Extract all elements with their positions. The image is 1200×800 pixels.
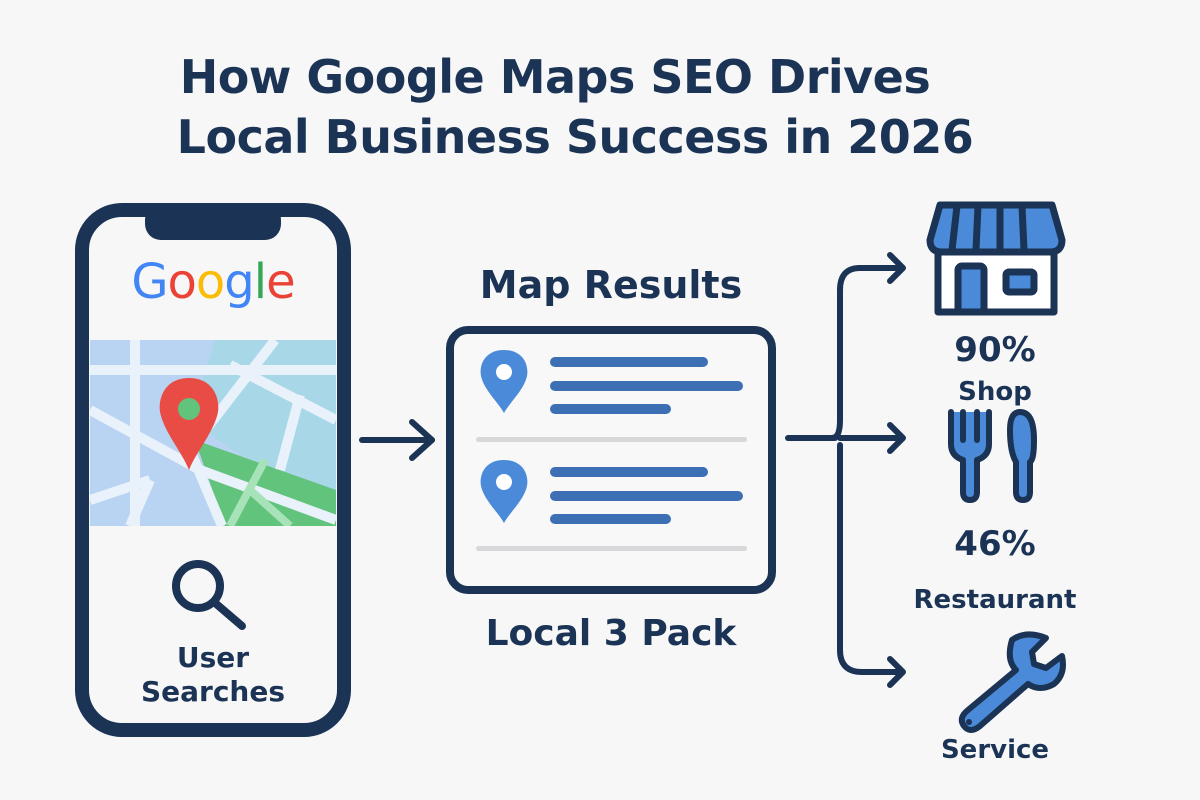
logo-letter-o2: o	[195, 254, 225, 310]
title-line-2: Local Business Success in 2026	[176, 110, 974, 164]
local-3-pack-caption: Local 3 Pack	[485, 613, 737, 654]
local-pack-card	[446, 326, 776, 594]
service-label: Service	[940, 735, 1050, 765]
title-line-1: How Google Maps SEO Drives	[179, 50, 931, 104]
logo-letter-g2: g	[224, 254, 254, 310]
branch-arrows	[785, 252, 906, 688]
red-map-pin-icon	[159, 378, 219, 470]
restaurant-label: Restaurant	[913, 585, 1077, 615]
listing-2	[476, 460, 747, 551]
shop-label: Shop	[958, 377, 1032, 407]
phone-notch	[145, 204, 281, 240]
restaurant-stat: 46%	[954, 524, 1036, 564]
shop-stat: 90%	[954, 330, 1036, 370]
map-illustration	[90, 340, 336, 526]
fork-knife-icon	[948, 409, 1037, 503]
wrench-icon	[958, 631, 1066, 733]
map-results-heading: Map Results	[479, 263, 743, 307]
phone-illustration	[75, 203, 351, 737]
magnifier-icon	[172, 560, 246, 630]
searches-label: Searches	[140, 675, 286, 708]
blue-pin-icon	[480, 460, 528, 523]
logo-letter-l: l	[253, 254, 267, 310]
logo-letter-e: e	[266, 254, 296, 310]
logo-letter-o1: o	[167, 254, 197, 310]
user-label: User	[176, 641, 250, 674]
logo-letter-g: G	[131, 254, 168, 310]
google-logo: Google	[120, 254, 306, 310]
listing-1	[476, 350, 747, 442]
blue-pin-icon	[480, 350, 528, 413]
storefront-icon	[926, 201, 1066, 316]
arrow-right-icon	[359, 419, 435, 461]
